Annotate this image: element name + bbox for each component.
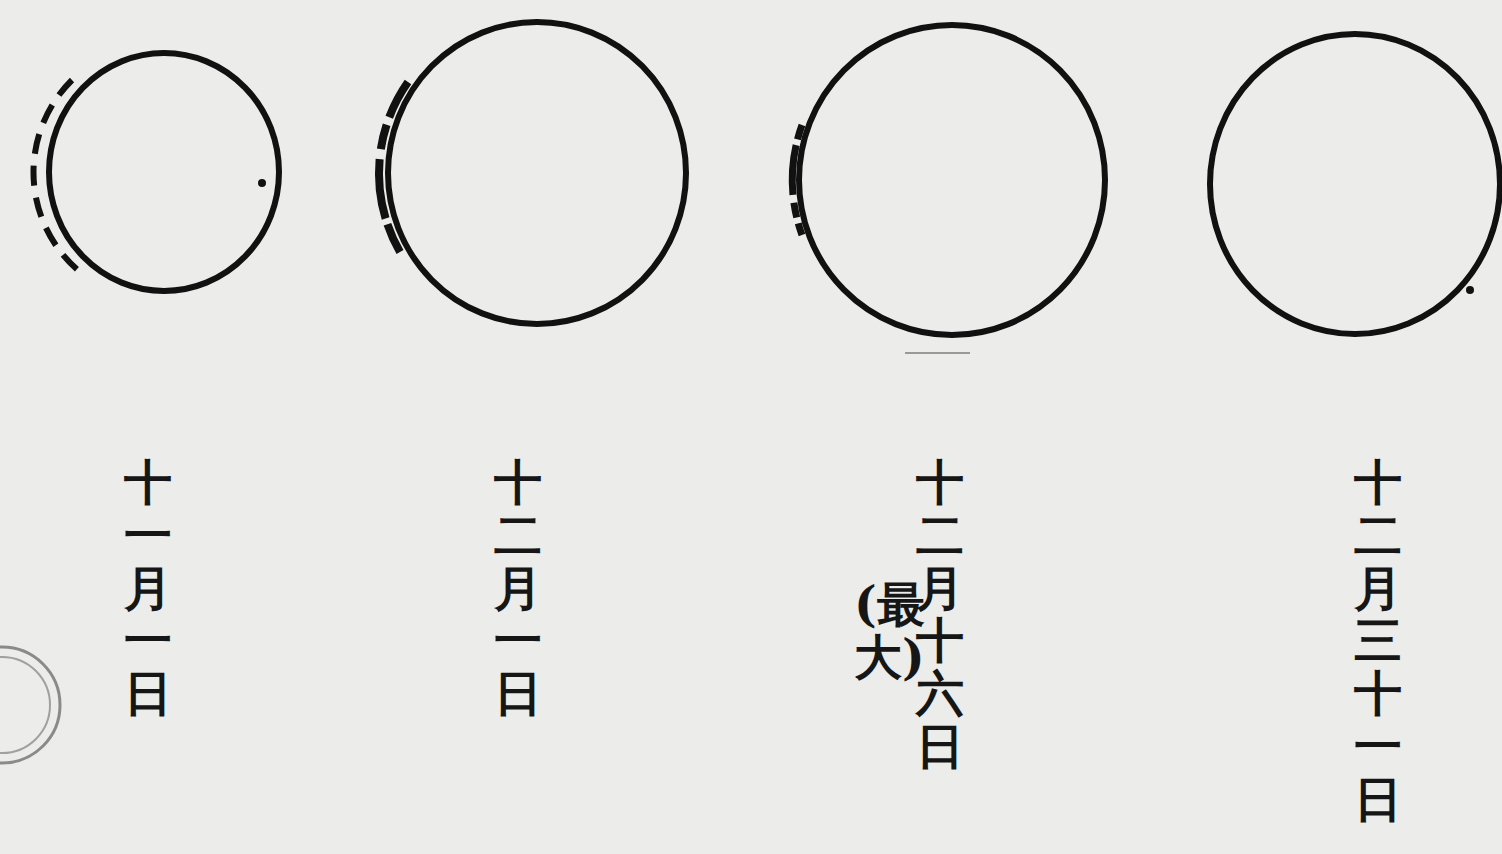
planet-disc: 十二月一日 (385, 19, 689, 327)
disc-outline (49, 53, 279, 291)
spot-mark (258, 179, 266, 187)
disc-outline (799, 25, 1105, 335)
planet-disc: 十一月一日 (46, 50, 282, 294)
date-label: 十二月一日 (494, 456, 542, 720)
planet-disc: 十二月十六日(最大) (796, 22, 1108, 338)
date-label: 十二月三十一日 (1354, 456, 1402, 826)
disc-outline (46, 50, 282, 294)
date-label: 十二月十六日 (916, 456, 964, 773)
disc-outline (1207, 31, 1502, 337)
seal-stamp (0, 647, 60, 763)
date-label: 十一月一日 (124, 456, 172, 720)
rule-mark (905, 352, 970, 354)
spot-mark (1466, 286, 1474, 294)
planet-disc: 十二月三十一日 (1207, 31, 1502, 337)
disc-outline (385, 19, 689, 327)
disc-outline (796, 22, 1108, 338)
disc-outline (388, 22, 686, 324)
seal-stamp (0, 657, 50, 753)
date-label: (最大) (854, 578, 902, 684)
disc-outline (1210, 34, 1500, 334)
